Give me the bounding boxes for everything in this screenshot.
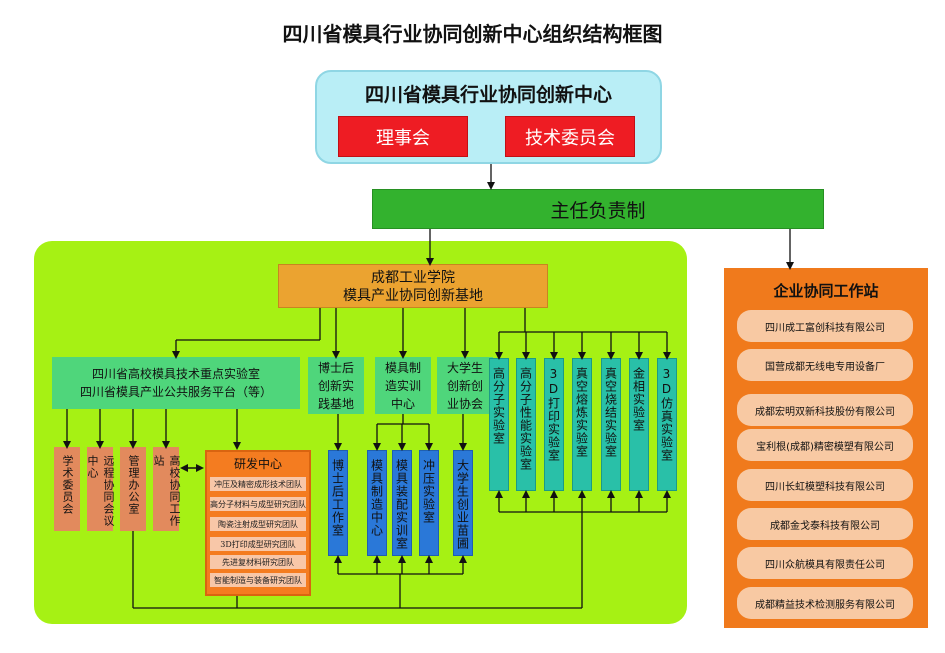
rd-team-item: 智能制造与装备研究团队 xyxy=(210,573,306,587)
blue-unit-postdoc: 博士后工作室 xyxy=(328,450,348,556)
platform-line2: 四川省模具产业公共服务平台（等） xyxy=(79,385,272,399)
base-box: 成都工业学院 模具产业协同创新基地 xyxy=(278,264,548,308)
rd-team-item: 3D打印成型研究团队 xyxy=(210,537,306,551)
council-box: 理事会 xyxy=(338,116,468,157)
lab-vacuum-sintering: 真空烧结实验室 xyxy=(601,358,621,491)
blue-unit-stamping: 冲压实验室 xyxy=(419,450,439,556)
rd-team-item: 冲压及精密成形技术团队 xyxy=(210,477,306,491)
mold-training-box: 模具制 造实训 中心 xyxy=(375,357,431,414)
platform-line1: 四川省高校模具技术重点实验室 xyxy=(91,367,260,381)
lab-3d-printing: 3D打印实验室 xyxy=(544,358,564,491)
enterprise-item: 四川长虹模塑科技有限公司 xyxy=(737,469,913,501)
enterprise-item: 成都精益技术检测服务有限公司 xyxy=(737,587,913,619)
rd-center-title: 研发中心 xyxy=(233,457,282,471)
enterprise-item: 四川众航模具有限责任公司 xyxy=(737,547,913,579)
platform-box: 四川省高校模具技术重点实验室 四川省模具产业公共服务平台（等） xyxy=(52,357,300,409)
enterprise-item: 成都金戈泰科技有限公司 xyxy=(737,508,913,540)
admin-unit-workstation: 高校协同工作站 xyxy=(152,447,181,531)
admin-unit-office: 管理办公室 xyxy=(120,447,146,531)
lab-metallography: 金相实验室 xyxy=(629,358,649,491)
enterprise-item: 宝利根(成都)精密模塑有限公司 xyxy=(737,429,913,461)
base-line1: 成都工业学院 xyxy=(371,270,455,286)
blue-unit-mold-mfg: 模具制造中心 xyxy=(367,450,387,556)
lab-3d-simulation: 3D仿真实验室 xyxy=(657,358,677,491)
postdoc-base-box: 博士后 创新实 践基地 xyxy=(308,357,364,414)
diagram-title: 四川省模具行业协同创新中心组织结构框图 xyxy=(282,22,663,46)
admin-unit-academic: 学术委员会 xyxy=(54,447,80,531)
enterprise-item: 四川成工富创科技有限公司 xyxy=(737,310,913,342)
rd-team-item: 先进复材料研究团队 xyxy=(210,555,306,569)
rd-team-item: 陶瓷注射成型研究团队 xyxy=(210,517,306,531)
enterprise-item: 成都宏明双新科技股份有限公司 xyxy=(737,394,913,426)
enterprise-item: 国营成都无线电专用设备厂 xyxy=(737,349,913,381)
center-name: 四川省模具行业协同创新中心 xyxy=(364,84,612,106)
admin-unit-remote: 远程协同会议中心 xyxy=(86,447,115,531)
enterprise-title: 企业协同工作站 xyxy=(773,282,879,300)
tech-committee-box: 技术委员会 xyxy=(505,116,635,157)
rd-team-item: 高分子材料与成型研究团队 xyxy=(210,497,306,511)
director-bar: 主任负责制 xyxy=(372,189,824,229)
base-line2: 模具产业协同创新基地 xyxy=(343,288,483,304)
student-assoc-box: 大学生 创新创 业协会 xyxy=(437,357,493,414)
